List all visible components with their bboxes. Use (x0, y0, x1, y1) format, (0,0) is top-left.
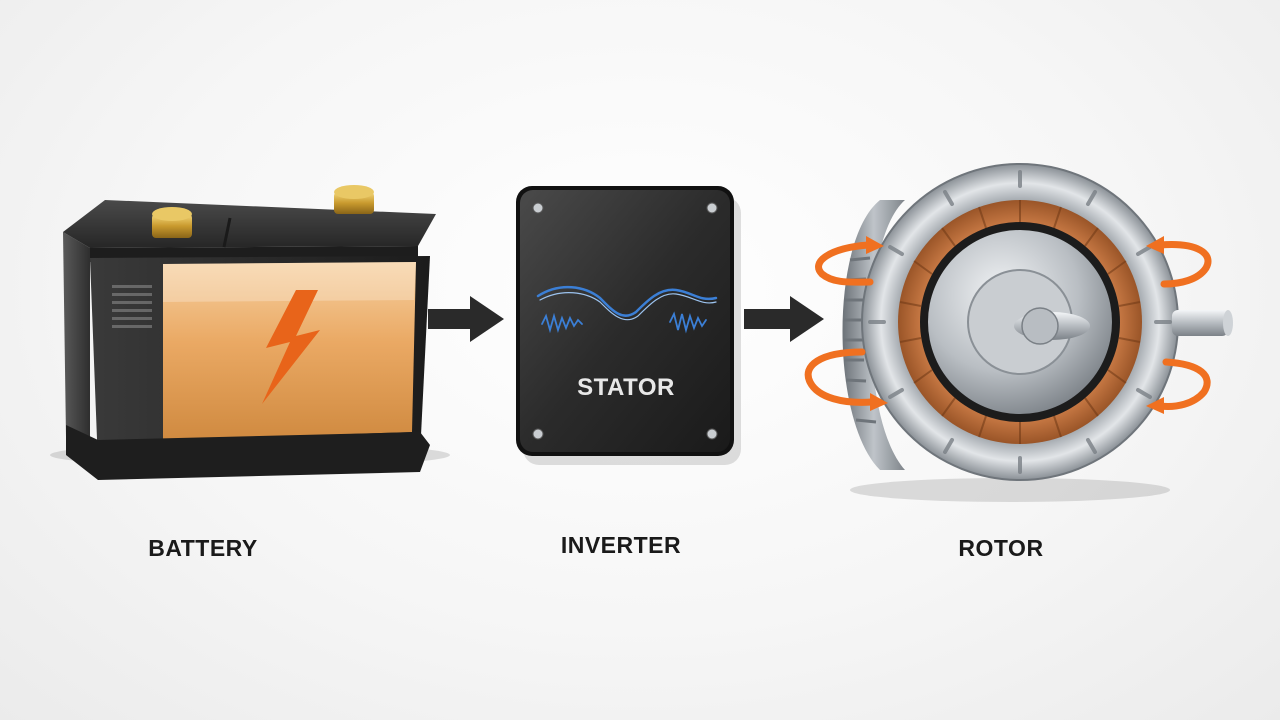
battery-icon (50, 185, 450, 480)
rotor-label: ROTOR (958, 535, 1044, 561)
motor-icon (842, 163, 1233, 502)
inverter-label: INVERTER (560, 532, 682, 558)
arrow-right-icon (744, 296, 824, 342)
battery-terminal-left (152, 207, 192, 238)
lightning-bolt-icon (262, 290, 320, 404)
battery-terminal-right (334, 185, 374, 214)
rotation-arrow-icon (804, 241, 1212, 410)
rotation-arrowhead-icon (866, 236, 1164, 414)
stator-label: STATOR (577, 374, 675, 401)
arrow-right-icon (428, 296, 504, 342)
battery-label: BATTERY (148, 535, 258, 561)
waveform-icon (536, 285, 718, 334)
inverter-icon (516, 186, 741, 465)
